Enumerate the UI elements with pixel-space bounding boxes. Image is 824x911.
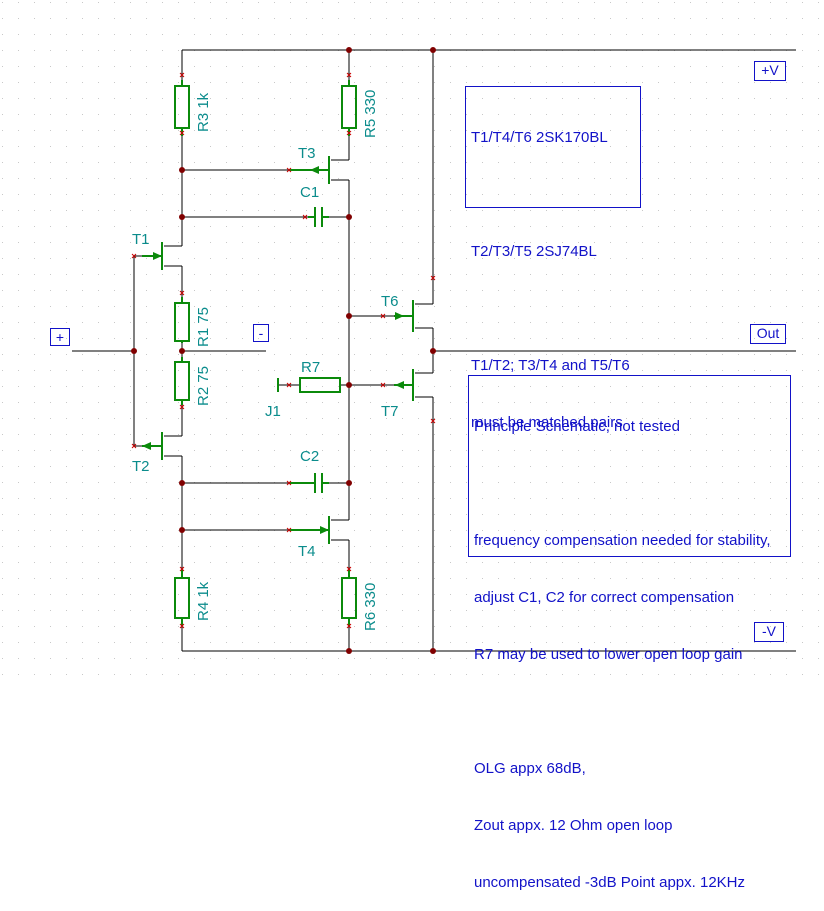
note-transistor-parts: T1/T4/T6 2SK170BL T2/T3/T5 2SJ74BL T1/T2… bbox=[465, 86, 641, 431]
label-t4: T4 bbox=[298, 543, 316, 560]
transistor-t7 bbox=[394, 369, 414, 401]
grid-background bbox=[0, 0, 824, 683]
port-vplus: +V bbox=[754, 61, 786, 81]
note-line: Principle Schematic, not tested bbox=[474, 418, 680, 435]
port-in-plus: + bbox=[50, 328, 70, 346]
note-line bbox=[471, 299, 635, 318]
label-t3: T3 bbox=[298, 145, 316, 162]
note-line: OLG appx 68dB, bbox=[474, 760, 586, 777]
note-line: frequency compensation needed for stabil… bbox=[474, 532, 771, 549]
label-t2: T2 bbox=[132, 458, 150, 475]
note-line: uncompensated -3dB Point appx. 12KHz bbox=[474, 874, 746, 891]
capacitor-c1 bbox=[308, 207, 329, 227]
label-r3: R3 1k bbox=[195, 92, 212, 132]
note-schematic-info: Principle Schematic, not tested frequenc… bbox=[468, 375, 791, 891]
schematic-canvas: R3 1k R5 330 R1 75 R2 75 R4 1k R6 330 R7… bbox=[0, 0, 824, 683]
port-vminus: -V bbox=[754, 622, 784, 642]
label-c1: C1 bbox=[300, 184, 319, 201]
label-t7: T7 bbox=[381, 403, 399, 420]
label-r1: R1 75 bbox=[195, 307, 212, 347]
label-j1: J1 bbox=[265, 403, 281, 420]
label-t1: T1 bbox=[132, 231, 150, 248]
pin-markers bbox=[131, 72, 436, 629]
note-line: must be matched pairs bbox=[471, 414, 623, 431]
label-r2: R2 75 bbox=[195, 366, 212, 406]
junctions bbox=[131, 47, 436, 654]
label-t6: T6 bbox=[381, 293, 399, 310]
transistor-t6 bbox=[394, 300, 414, 332]
port-in-minus: - bbox=[253, 324, 269, 342]
resistor-r7 bbox=[299, 377, 341, 393]
note-line: Zout appx. 12 Ohm open loop bbox=[474, 817, 673, 834]
label-r5: R5 330 bbox=[362, 90, 379, 138]
note-line: adjust C1, C2 for correct compensation bbox=[474, 589, 735, 606]
label-r4: R4 1k bbox=[195, 581, 212, 621]
transistor-t2 bbox=[142, 432, 163, 460]
port-out: Out bbox=[750, 324, 786, 344]
note-line: T1/T4/T6 2SK170BL bbox=[471, 129, 608, 146]
transistor-t4 bbox=[290, 516, 330, 544]
note-line: T2/T3/T5 2SJ74BL bbox=[471, 243, 597, 260]
transistor-t1 bbox=[142, 242, 163, 270]
capacitor-c2 bbox=[290, 473, 329, 493]
label-r6: R6 330 bbox=[362, 583, 379, 631]
note-line bbox=[471, 185, 635, 204]
note-line: R7 may be used to lower open loop gain bbox=[474, 646, 743, 663]
label-r7: R7 bbox=[301, 359, 320, 376]
note-line bbox=[474, 702, 785, 721]
note-line: T1/T2; T3/T4 and T5/T6 bbox=[471, 357, 630, 374]
label-c2: C2 bbox=[300, 448, 319, 465]
transistor-t3 bbox=[290, 156, 330, 184]
note-line bbox=[474, 474, 785, 493]
wires bbox=[72, 49, 796, 652]
